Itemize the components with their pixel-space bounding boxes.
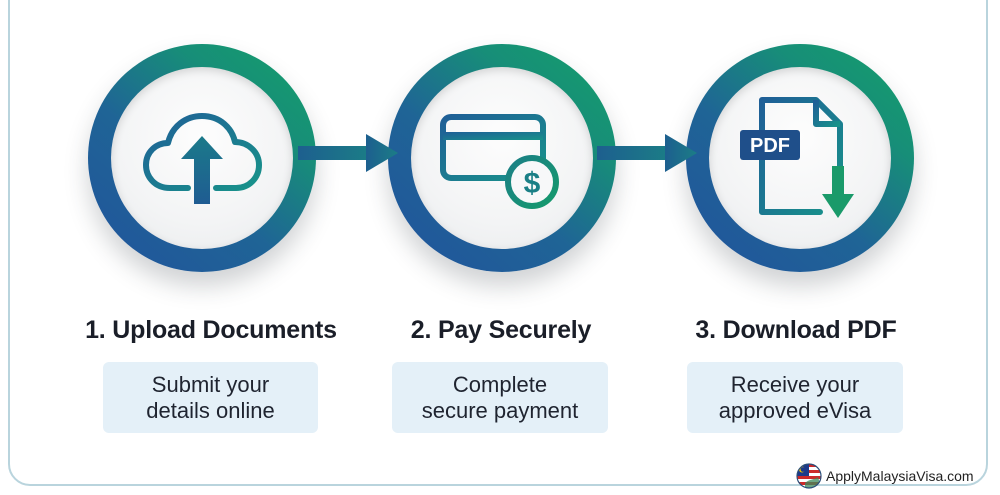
arrow-right-icon [298, 134, 398, 172]
step-3-badge: PDF [686, 44, 914, 272]
step-3-title: 3. Download PDF [695, 316, 897, 344]
step-3-description: Receive your approved eVisa [687, 362, 903, 433]
step-1-title: 1. Upload Documents [85, 316, 337, 344]
arrow-right-icon [597, 134, 697, 172]
dollar-symbol: $ [524, 167, 541, 200]
step-2-title: 2. Pay Securely [410, 316, 592, 344]
credit-card-dollar-icon: $ [440, 114, 559, 209]
step-1-description-line-2: details online [146, 397, 275, 423]
step-3-description-line-2: approved eVisa [718, 397, 872, 423]
dollar-coin-icon [505, 155, 559, 209]
malaysia-flag-globe-icon [796, 463, 822, 489]
pdf-label: PDF [750, 135, 790, 157]
step-2-description-line-1: Complete [452, 371, 548, 397]
pdf-label-badge [740, 130, 800, 160]
brand-name: ApplyMalaysiaVisa.com [826, 468, 974, 484]
document-icon [759, 97, 843, 215]
step-2-description: Complete secure payment [392, 362, 608, 433]
pdf-download-icon: PDF [740, 97, 854, 218]
cloud-upload-icon [143, 113, 262, 204]
step-1-description-line-1: Submit your [151, 371, 270, 397]
download-arrow-icon [822, 166, 854, 218]
infographic-frame [8, 0, 988, 486]
step-2-badge: $ [388, 44, 616, 272]
step-3-description-line-1: Receive your [730, 371, 860, 397]
step-1-description: Submit your details online [103, 362, 318, 433]
step-2-description-line-2: secure payment [421, 397, 579, 423]
step-1-badge [88, 44, 316, 272]
